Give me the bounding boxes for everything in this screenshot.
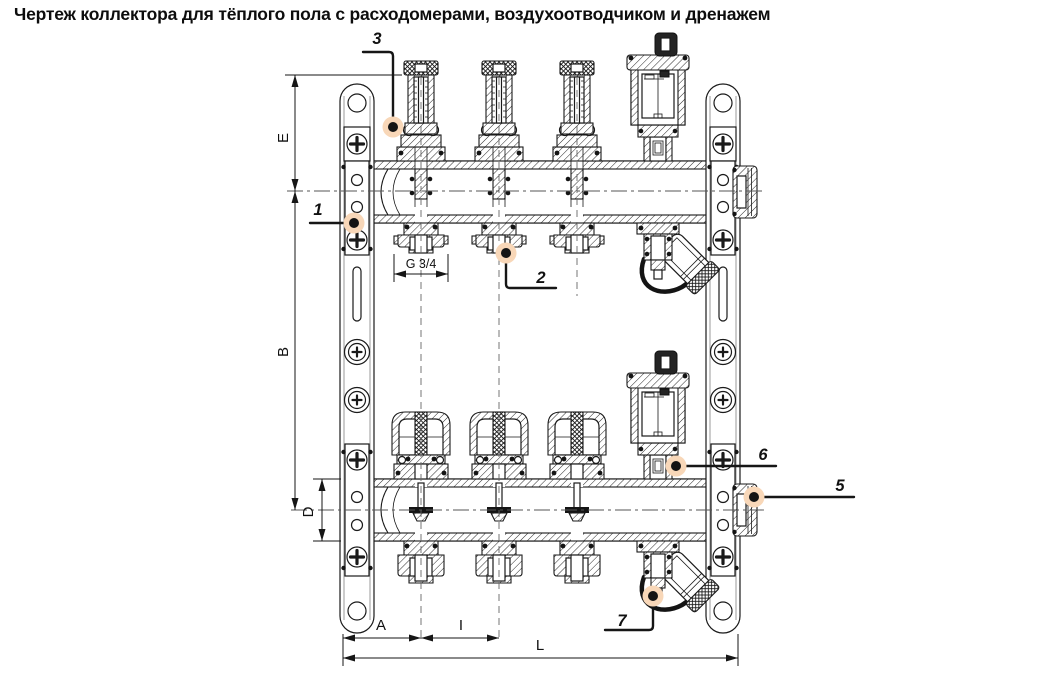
callout-number-6: 6 [758, 446, 768, 464]
callout-dot [648, 591, 658, 601]
bracket-left [340, 84, 374, 633]
callout-number-3: 3 [372, 30, 381, 48]
page-title: Чертеж коллектора для тёплого пола с рас… [14, 4, 770, 24]
dimension-label-thread: G 3/4 [406, 257, 437, 271]
dimension-L: L [343, 634, 739, 666]
dimension-label-D: D [300, 506, 317, 517]
callout-number-7: 7 [617, 612, 627, 630]
dimension-label-I: I [459, 617, 463, 634]
callout-dot [388, 122, 398, 132]
dimension-label-L: L [536, 637, 544, 654]
dimension-label-A: A [376, 617, 386, 634]
callout-6-air-vent: 6 [665, 446, 778, 477]
callout-7-drain-valve: 7 [603, 585, 664, 632]
callout-3-flow-meter: 3 [361, 30, 404, 138]
dimension-D: D [300, 478, 341, 542]
dimension-B: B [275, 191, 299, 510]
dimension-A-I: A I [342, 617, 499, 666]
callout-1-bracket: 1 [308, 201, 365, 234]
dimension-E: E [275, 74, 402, 191]
callout-2-outlet: 2 [495, 242, 558, 290]
callout-dot [501, 248, 511, 258]
callout-dot [349, 218, 359, 228]
dimension-label-B: B [275, 347, 292, 357]
callout-number-5: 5 [835, 477, 845, 495]
callout-dot [671, 461, 681, 471]
dimension-label-E: E [275, 133, 292, 143]
callout-5-end-plug: 5 [743, 477, 856, 508]
callout-number-1: 1 [313, 201, 322, 219]
callout-dot [749, 492, 759, 502]
centerlines [287, 78, 764, 640]
dimension-thread: G 3/4 [393, 254, 449, 282]
air-vent-top [626, 32, 690, 162]
callout-number-2: 2 [535, 269, 545, 287]
end-plug-top [731, 165, 758, 219]
